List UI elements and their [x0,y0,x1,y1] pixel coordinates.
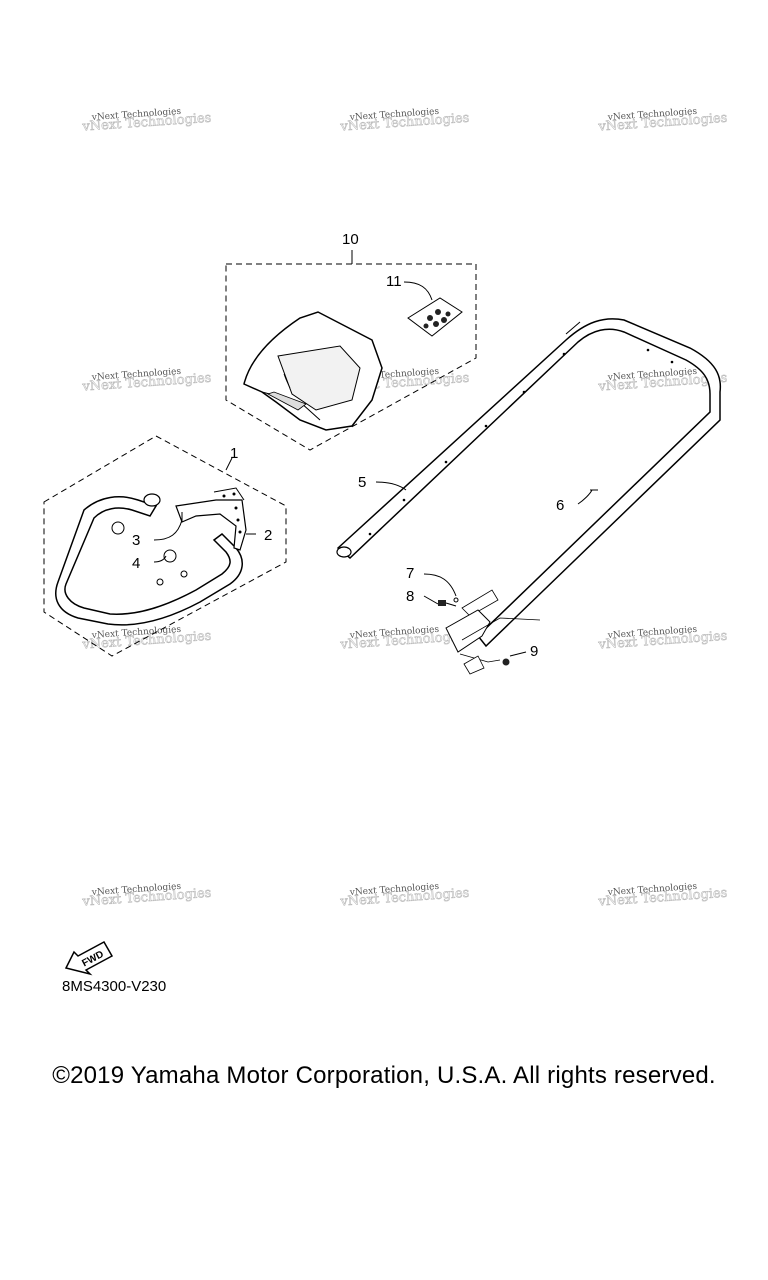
callout-2: 2 [264,527,272,544]
callout-11: 11 [386,273,402,290]
bumper-part [55,496,243,626]
callout-8: 8 [406,588,414,605]
bumper-assembly[interactable] [43,435,287,657]
group-boundary-10 [225,263,477,451]
callout-4: 4 [132,555,140,572]
callout-7: 7 [406,565,414,582]
callout-3: 3 [132,532,140,549]
fastener-kit [407,297,463,337]
callout-6: 6 [556,497,564,514]
rail-assembly[interactable] [336,318,722,675]
callout-5: 5 [358,474,366,491]
callout-10: 10 [342,231,359,248]
callout-1: 1 [230,445,238,462]
cover-assembly[interactable] [225,250,477,451]
rail-part [336,318,722,648]
copyright-notice: ©2019 Yamaha Motor Corporation, U.S.A. A… [52,1062,716,1089]
callout-9: 9 [530,643,538,660]
diagram-code: 8MS4300-V230 [62,978,167,995]
group-boundary-1 [43,435,287,657]
fwd-arrow-icon: FWD [64,940,114,976]
